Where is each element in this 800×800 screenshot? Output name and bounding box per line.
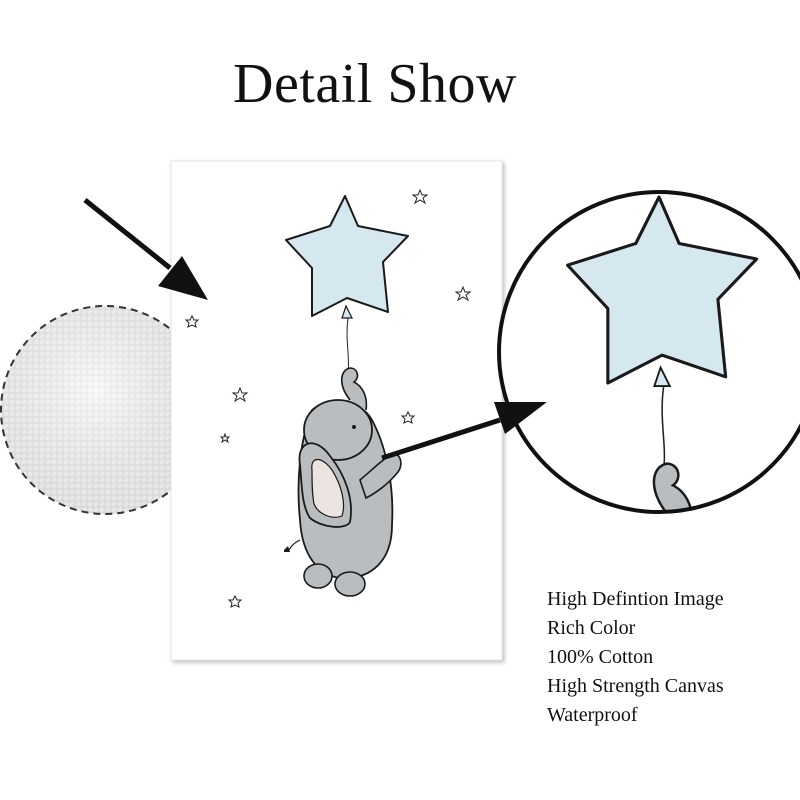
fabric-texture-swatch <box>0 305 210 515</box>
zoom-detail-circle <box>497 190 800 514</box>
page-title: Detail Show <box>233 53 517 115</box>
arrow-to-texture-icon <box>83 198 208 300</box>
feature-list: High Defintion Image Rich Color 100% Cot… <box>547 585 724 730</box>
feature-item: High Defintion Image <box>547 588 724 610</box>
arrow-to-zoom-icon <box>381 402 547 461</box>
feature-item: Rich Color <box>547 617 636 639</box>
feature-item: Waterproof <box>547 704 638 726</box>
feature-item: 100% Cotton <box>547 646 654 668</box>
feature-item: High Strength Canvas <box>547 675 724 697</box>
poster-print <box>170 160 503 661</box>
